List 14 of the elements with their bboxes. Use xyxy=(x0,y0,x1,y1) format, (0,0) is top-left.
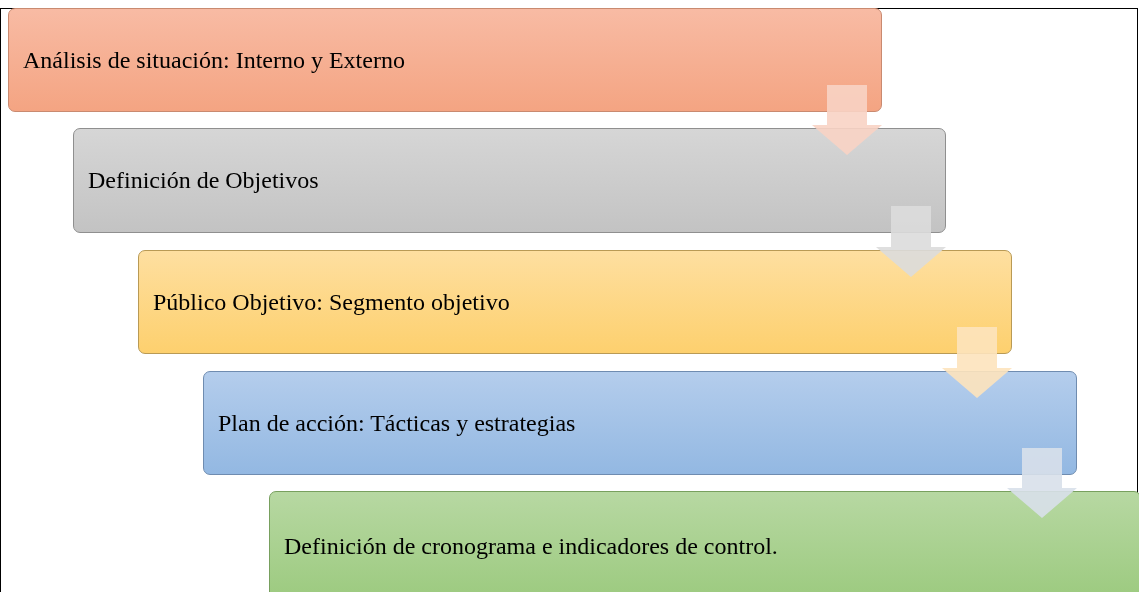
block-arrow xyxy=(876,206,946,277)
process-box xyxy=(8,8,882,112)
step-label: Análisis de situación: Interno y Externo xyxy=(23,46,405,74)
block-arrow xyxy=(942,327,1012,398)
block-arrow xyxy=(812,85,882,155)
step-label: Público Objetivo: Segmento objetivo xyxy=(153,288,510,316)
process-box xyxy=(203,371,1077,475)
step-label: Definición de Objetivos xyxy=(88,167,319,194)
process-box xyxy=(73,128,946,233)
block-arrow xyxy=(1007,448,1077,518)
step-label: Plan de acción: Tácticas y estrategias xyxy=(218,409,576,437)
step-label: Definición de cronograma e indicadores de control. xyxy=(284,532,778,560)
process-box xyxy=(269,491,1139,592)
process-box xyxy=(138,250,1012,354)
